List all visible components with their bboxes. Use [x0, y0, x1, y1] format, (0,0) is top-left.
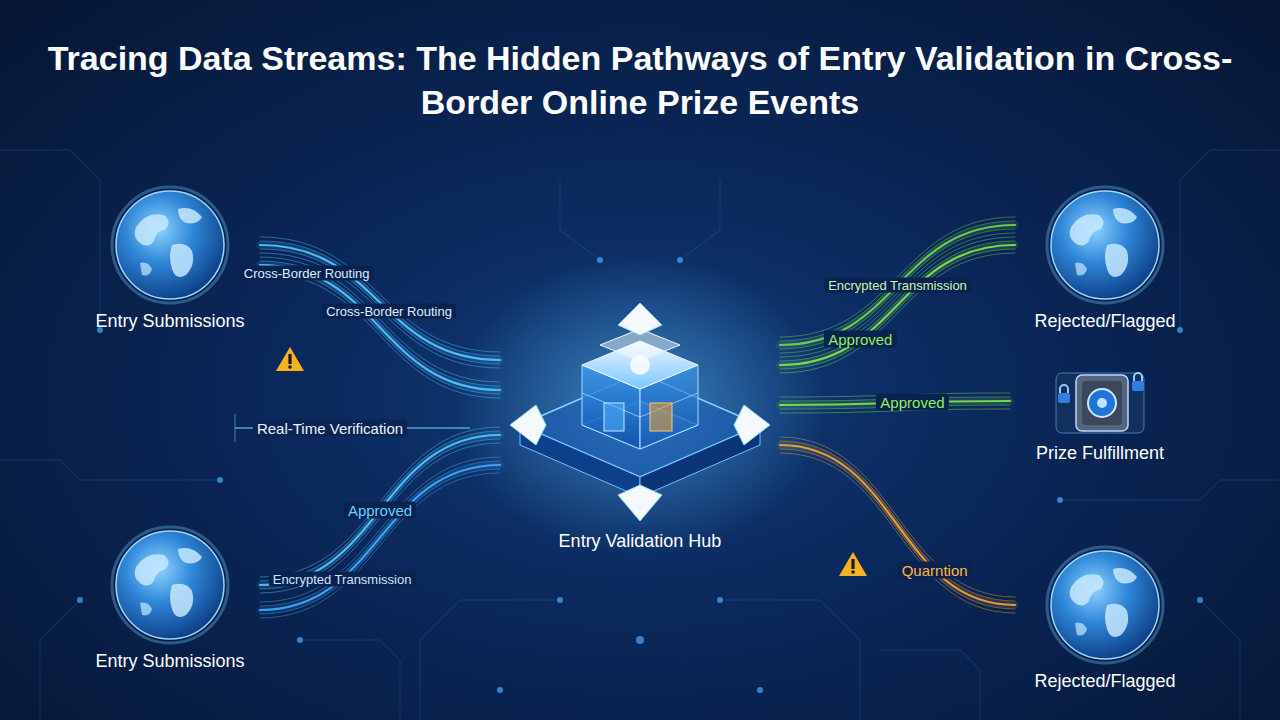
- stream-glow: [780, 225, 1015, 345]
- stream-label: Cross-Border Routing: [322, 304, 456, 319]
- stream-line: [780, 441, 1015, 601]
- source-globe: Entry Submissions: [80, 525, 260, 672]
- stream-label: Encrypted Transmission: [824, 278, 971, 293]
- stream-line: [260, 237, 500, 352]
- globe-icon: [1045, 545, 1165, 665]
- stream-line: [260, 431, 500, 581]
- stream-line: [780, 453, 1015, 613]
- stream-label: Encrypted Transmission: [269, 571, 416, 586]
- stream-line: [780, 217, 1015, 337]
- stream-line: [780, 233, 1015, 353]
- stream-label: Approved: [344, 502, 416, 519]
- verification-line: [235, 414, 470, 442]
- stream-line: [260, 439, 500, 589]
- stream-line: [260, 269, 500, 394]
- stream-line: [260, 273, 500, 398]
- stream-label: Cross-Border Routing: [240, 265, 374, 280]
- globe-icon: [110, 185, 230, 305]
- node-label: Rejected/Flagged: [1015, 311, 1195, 332]
- stream-line: [780, 221, 1015, 341]
- stream-line: [260, 457, 500, 602]
- stream-line: [260, 427, 500, 577]
- stream-line: [780, 229, 1015, 349]
- stream-label: Approved: [876, 394, 948, 411]
- stream-glow: [780, 445, 1015, 605]
- stream-glow: [260, 465, 500, 610]
- stream-line: [260, 241, 500, 356]
- data-stream: [260, 435, 500, 585]
- data-stream: [780, 225, 1015, 345]
- vault-icon: [1052, 365, 1148, 437]
- node-label: Rejected/Flagged: [1015, 671, 1195, 692]
- warning-icon: [839, 552, 867, 576]
- node-label: Entry Submissions: [80, 311, 260, 332]
- stream-line: [780, 249, 1015, 369]
- validation-hub-illustration: [500, 285, 780, 525]
- validation-hub: Entry Validation Hub: [500, 285, 780, 552]
- stream-glow: [260, 245, 500, 360]
- warning-icon: [276, 347, 304, 371]
- stream-glow: [260, 435, 500, 585]
- stream-line: [780, 253, 1015, 373]
- stream-line: [260, 469, 500, 614]
- source-globe: Entry Submissions: [80, 185, 260, 332]
- node-label: Entry Submissions: [80, 651, 260, 672]
- diagram-title: Tracing Data Streams: The Hidden Pathway…: [40, 36, 1240, 124]
- node-label: Entry Validation Hub: [500, 531, 780, 552]
- stream-line: [780, 449, 1015, 609]
- destination-globe: Rejected/Flagged: [1015, 545, 1195, 692]
- stream-line: [260, 443, 500, 593]
- data-stream: [780, 445, 1015, 605]
- stream-line: [780, 437, 1015, 597]
- stream-label: Quarntion: [898, 562, 972, 579]
- stream-glow: [260, 265, 500, 390]
- stream-line: [260, 461, 500, 606]
- globe-icon: [110, 525, 230, 645]
- data-stream: [260, 245, 500, 360]
- annotation-label: Real-Time Verification: [253, 420, 407, 437]
- destination-globe: Rejected/Flagged: [1015, 185, 1195, 332]
- globe-icon: [1045, 185, 1165, 305]
- stream-line: [260, 473, 500, 618]
- stream-glow: [780, 245, 1015, 365]
- data-stream: [780, 245, 1015, 365]
- data-stream: [260, 265, 500, 390]
- stream-label: Approved: [824, 331, 896, 348]
- fulfillment-node: Prize Fulfillment: [1010, 365, 1190, 464]
- node-label: Prize Fulfillment: [1010, 443, 1190, 464]
- data-stream: [260, 465, 500, 610]
